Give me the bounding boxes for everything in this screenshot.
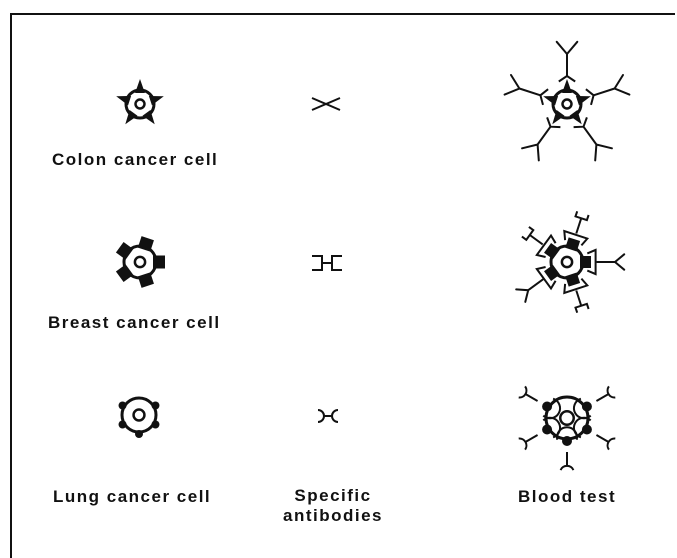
antibody-cup	[519, 386, 527, 397]
free-antibody-colon	[312, 98, 340, 110]
antibody-y	[516, 280, 543, 302]
label-breast-cancer-cell: Breast cancer cell	[48, 313, 221, 333]
antibody-cup	[608, 438, 616, 449]
cell-nucleus	[134, 410, 145, 421]
antigen-triangle	[135, 79, 145, 93]
label-specific: Specific	[278, 486, 388, 506]
antibody-bracket	[576, 211, 589, 233]
antigen-dot	[542, 402, 552, 412]
free-antibody-breast	[312, 256, 342, 270]
cell-nucleus	[136, 100, 145, 109]
antigen-dot	[119, 421, 127, 429]
row-lung	[119, 386, 616, 470]
antibody-stem	[596, 394, 608, 401]
antibody-bracket	[522, 227, 543, 245]
antibody-cup	[608, 386, 616, 397]
antigen-dot	[119, 402, 127, 410]
antigen-square	[580, 256, 591, 268]
antibody-y	[594, 75, 630, 95]
cell-nucleus	[560, 411, 573, 424]
antibody-stem	[525, 435, 537, 442]
row-breast	[116, 211, 624, 312]
antigen-dot	[542, 425, 552, 435]
free-antibody-lung	[318, 410, 338, 422]
label-specific-antibodies: Specific antibodies	[278, 486, 388, 526]
antibody-stem	[596, 435, 608, 442]
antigen-dot	[562, 436, 572, 446]
antigen-dot	[582, 402, 592, 412]
row-colon	[116, 42, 629, 161]
antibody-cup	[561, 466, 574, 470]
antigen-dot	[151, 421, 159, 429]
antibody-y	[522, 127, 550, 161]
antibody-y	[557, 42, 578, 76]
antibody-stem	[525, 394, 537, 401]
label-colon-cancer-cell: Colon cancer cell	[52, 150, 218, 170]
antibody-y	[505, 75, 541, 95]
antigen-triangle	[562, 79, 572, 93]
cell-nucleus	[563, 100, 572, 109]
antigen-dot	[582, 425, 592, 435]
label-lung-cancer-cell: Lung cancer cell	[53, 487, 211, 507]
cell-nucleus	[562, 257, 572, 267]
label-blood-test: Blood test	[518, 487, 616, 507]
antigen-dot	[151, 402, 159, 410]
cell-nucleus	[135, 257, 145, 267]
diagram-artwork	[0, 0, 677, 546]
antigen-dot	[135, 430, 143, 438]
antibody-bracket	[576, 291, 589, 313]
antibody-y	[597, 254, 624, 269]
label-antibodies: antibodies	[278, 506, 388, 526]
antibody-y	[584, 127, 612, 161]
antibody-cup	[519, 438, 527, 449]
antigen-square	[153, 256, 165, 269]
